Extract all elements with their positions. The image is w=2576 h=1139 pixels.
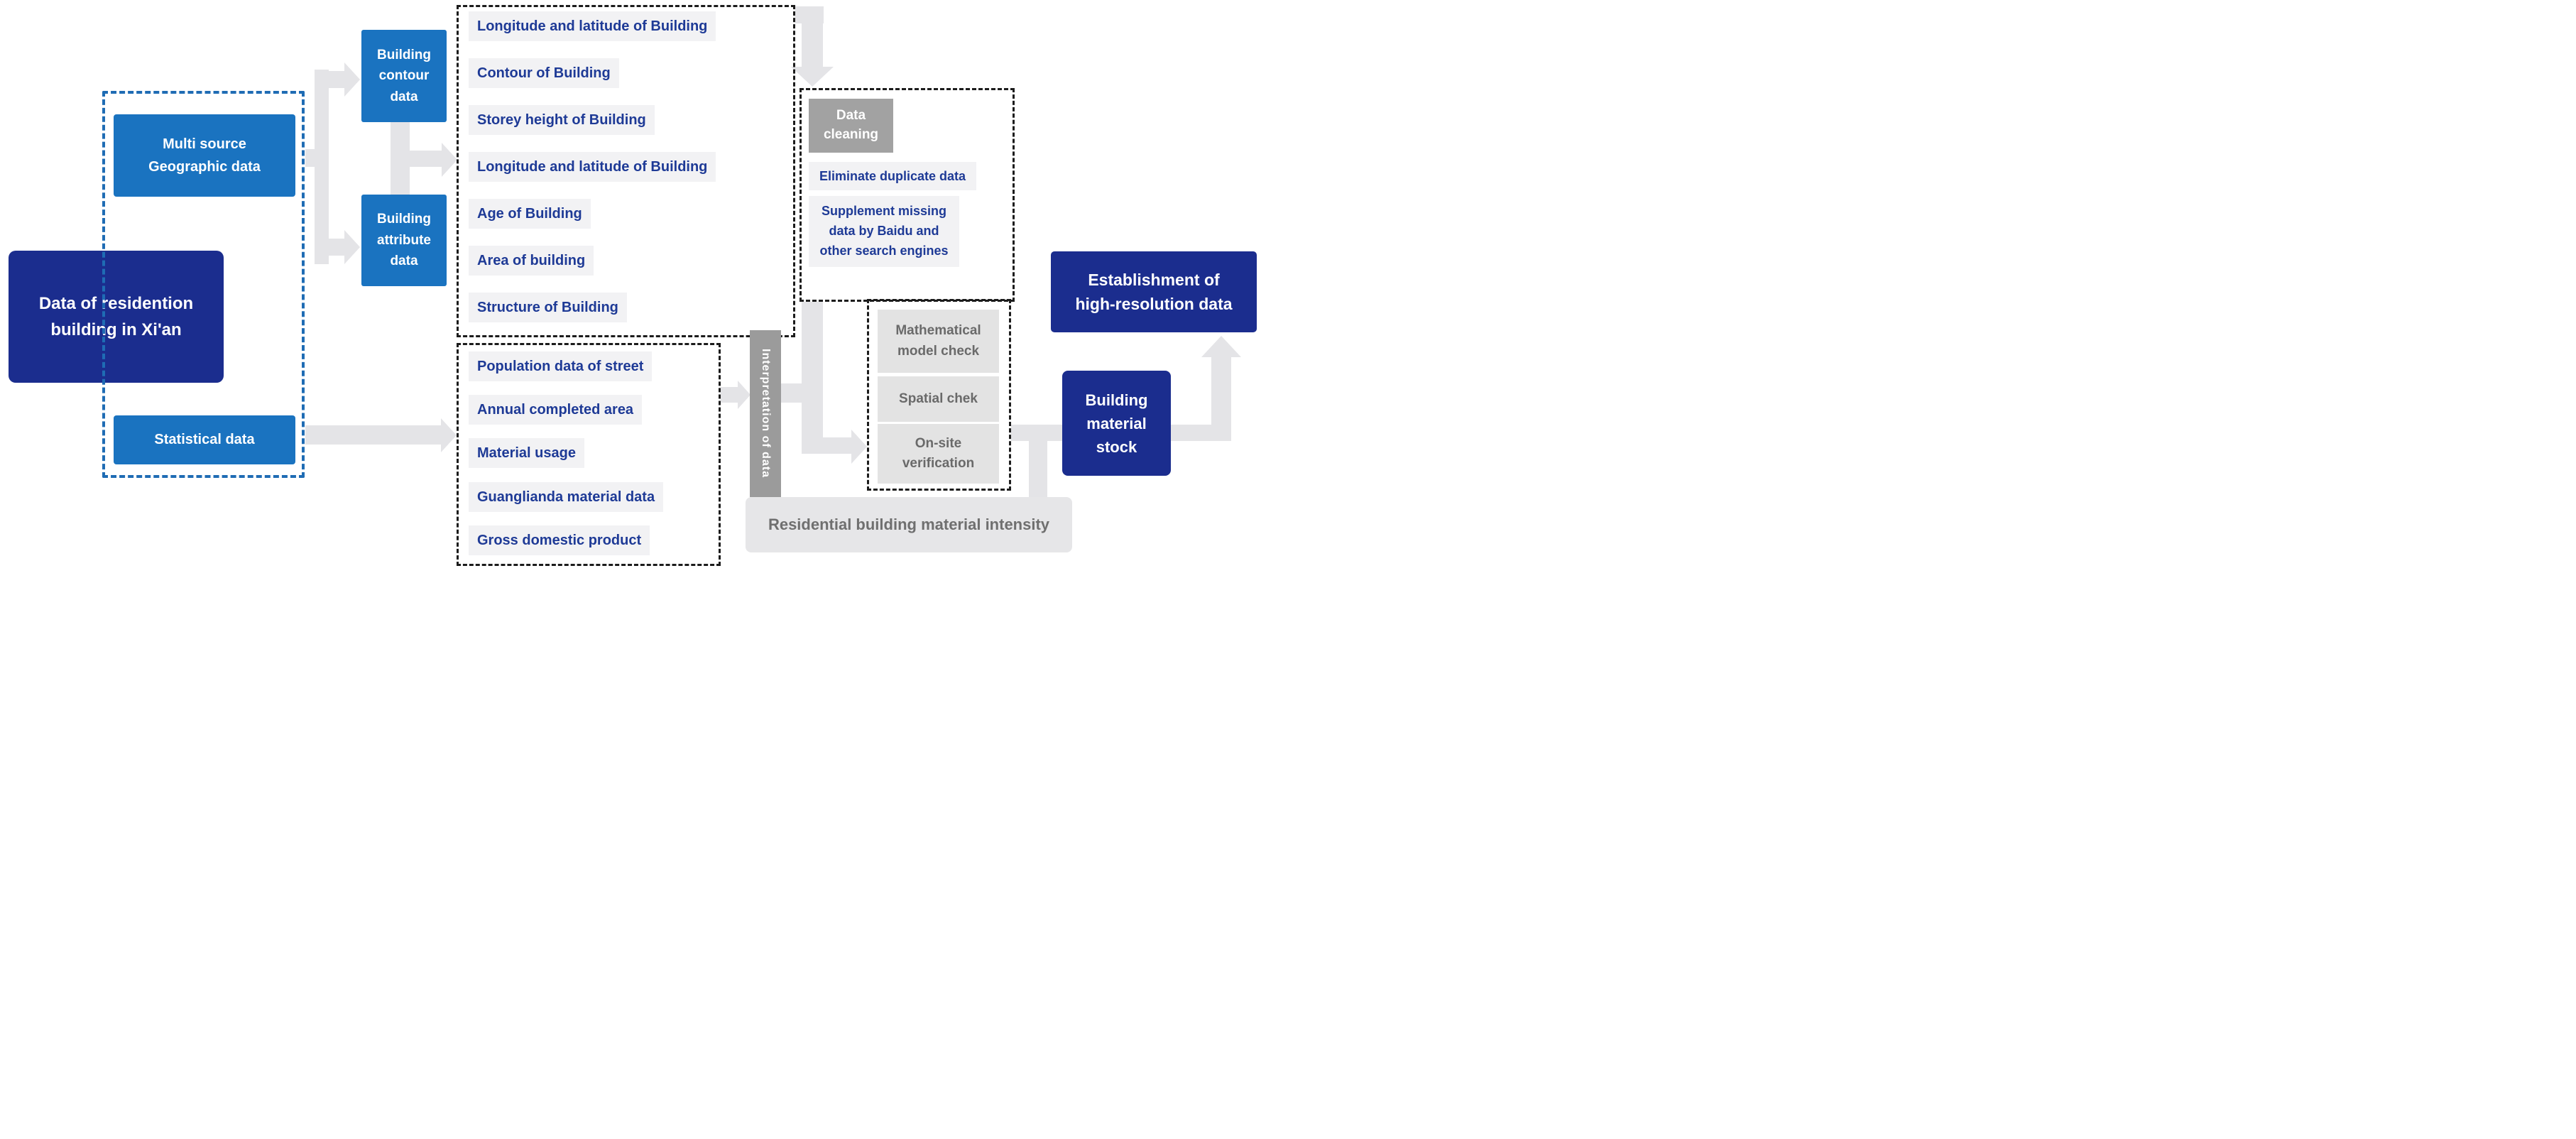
connector-split-band <box>315 70 329 264</box>
node-multi-source-geographic: Multi source Geographic data <box>114 114 295 197</box>
list-item: Contour of Building <box>469 58 619 88</box>
connector-checks-to-stock <box>1011 425 1062 441</box>
connector-cleaning-elbow <box>802 437 851 454</box>
list-item: Area of building <box>469 246 594 276</box>
list-item: Annual completed area <box>469 395 643 425</box>
list-item: Storey height of Building <box>469 105 655 135</box>
arrowhead-to-geo-list-icon <box>442 143 457 177</box>
arrowhead-to-cleaning-icon <box>791 67 834 87</box>
node-statistical-data: Statistical data <box>114 415 295 464</box>
connector-cleaning-down <box>802 302 823 454</box>
check-step: Spatial chek <box>878 376 999 422</box>
list-item: Age of Building <box>469 199 591 229</box>
list-item: Population data of street <box>469 351 653 381</box>
arrowhead-to-interpretation-icon <box>738 381 751 409</box>
list-item: Guanglianda material data <box>469 482 664 512</box>
connector-to-geo-list <box>410 151 442 167</box>
node-material-intensity: Residential building material intensity <box>746 497 1072 552</box>
connector-sources-to-split <box>305 149 315 167</box>
interpretation-of-data-bar: Interpretation of data <box>750 330 781 497</box>
source-data-frame <box>102 91 305 478</box>
verification-frame <box>867 299 1011 491</box>
node-building-contour-data: Building contour data <box>361 30 447 122</box>
node-building-material-stock: Building material stock <box>1062 371 1171 476</box>
statistical-items-frame <box>457 343 721 566</box>
connector-down-to-intensity <box>1029 441 1047 498</box>
node-residention-data: Data of residention building in Xi'an <box>9 251 224 383</box>
node-building-attribute-data: Building attribute data <box>361 195 447 286</box>
connector-contour-attribute-band <box>391 121 410 195</box>
arrowhead-to-establishment-icon <box>1201 336 1241 357</box>
check-step: Mathematical model check <box>878 310 999 373</box>
connector-arm-to-attribute <box>329 239 344 256</box>
list-item: Longitude and latitude of Building <box>469 11 716 41</box>
cleaning-step: Eliminate duplicate data <box>809 162 976 190</box>
geographic-items-frame <box>457 5 795 337</box>
arrowhead-to-stat-list-icon <box>441 418 457 452</box>
list-item: Structure of Building <box>469 293 627 322</box>
connector-interpretation-stub <box>781 383 802 403</box>
list-item: Material usage <box>469 438 584 468</box>
list-item: Longitude and latitude of Building <box>469 152 716 182</box>
list-item: Gross domestic product <box>469 525 650 555</box>
connector-statistical-to-list <box>305 425 441 445</box>
connector-arm-to-contour <box>329 71 344 88</box>
arrowhead-to-attribute-icon <box>344 230 360 264</box>
arrowhead-to-checks-icon <box>851 430 867 464</box>
arrowhead-to-contour-icon <box>344 62 360 97</box>
check-step: On-site verification <box>878 424 999 484</box>
cleaning-step: Supplement missing data by Baidu and oth… <box>809 196 959 267</box>
connector-stock-elbow-vertical <box>1211 356 1231 441</box>
connector-statlist-to-interpretation <box>721 387 738 403</box>
connector-geolist-elbow-vertical <box>802 6 823 67</box>
node-establishment-high-resolution: Establishment of high-resolution data <box>1051 251 1257 332</box>
flow-diagram: Data of residention building in Xi'an Mu… <box>0 0 1288 570</box>
data-cleaning-label: Data cleaning <box>809 99 893 153</box>
